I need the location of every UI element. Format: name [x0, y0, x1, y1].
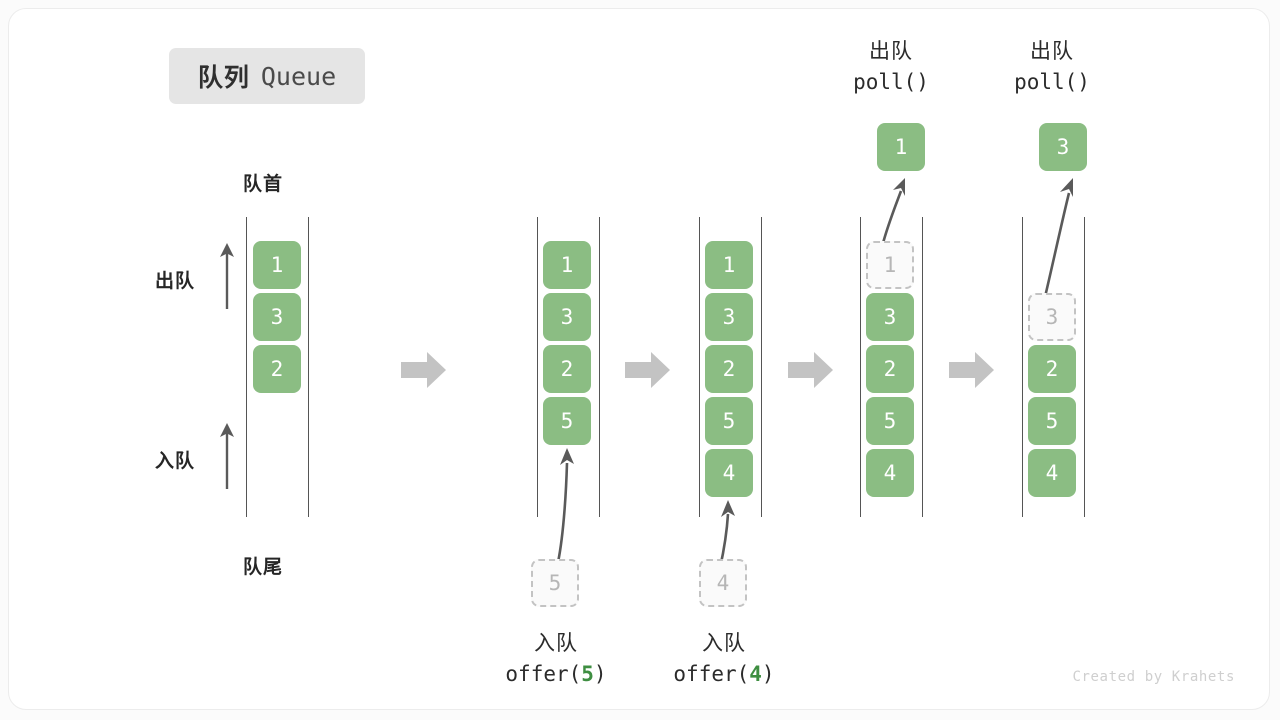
queue-rail-left-2: [537, 217, 538, 517]
offer-4-caption-cn: 入队: [702, 632, 746, 655]
offer-5-caption: 入队 offer(5): [456, 629, 656, 689]
queue-column-after-offer-4: 1 3 2 5 4: [705, 241, 753, 497]
step-arrow-icon: [625, 351, 671, 389]
queue-cell: 5: [543, 397, 591, 445]
queue-rail-left-1: [246, 217, 247, 517]
queue-rail-right-1: [308, 217, 309, 517]
step-arrow-icon: [788, 351, 834, 389]
queue-cell: 3: [253, 293, 301, 341]
queue-cell-ghost: 3: [1028, 293, 1076, 341]
queue-rail-right-2: [599, 217, 600, 517]
poll-3-popped-cell: 3: [1039, 123, 1087, 171]
queue-cell: 4: [866, 449, 914, 497]
title-en: Queue: [260, 61, 337, 91]
offer-5-caption-cn: 入队: [534, 632, 578, 655]
queue-cell: 3: [866, 293, 914, 341]
poll-3-caption-code: poll(): [1014, 70, 1090, 95]
queue-cell: 2: [866, 345, 914, 393]
watermark: Created by Krahets: [1072, 669, 1235, 685]
queue-rear-label: 队尾: [243, 557, 284, 578]
queue-cell: 5: [866, 397, 914, 445]
offer-5-insert-arrow-icon: [539, 441, 599, 569]
enqueue-arrow-icon: [215, 421, 239, 489]
poll-1-pop-arrow-icon: [869, 175, 919, 249]
queue-cell: 1: [253, 241, 301, 289]
queue-cell: 2: [1028, 345, 1076, 393]
title-badge: 队列 Queue: [169, 48, 365, 104]
queue-cell: 3: [543, 293, 591, 341]
queue-cell-ghost: 1: [866, 241, 914, 289]
diagram-card: 队列 Queue 队首 出队 入队 1 3 2 队尾 1 3: [8, 8, 1270, 710]
queue-cell: 2: [543, 345, 591, 393]
title-cn: 队列: [197, 64, 250, 92]
queue-cell-empty: [1028, 241, 1076, 289]
queue-column-after-offer-5: 1 3 2 5: [543, 241, 591, 445]
poll-3-pop-arrow-icon: [1031, 175, 1087, 299]
queue-rail-right-3: [761, 217, 762, 517]
poll-3-caption-cn: 出队: [1030, 40, 1074, 63]
queue-rail-right-4: [922, 217, 923, 517]
step-arrow-icon: [401, 351, 447, 389]
queue-cell: 4: [705, 449, 753, 497]
poll-1-caption-cn: 出队: [869, 40, 913, 63]
queue-front-label: 队首: [243, 174, 284, 195]
queue-cell: 4: [1028, 449, 1076, 497]
offer-4-caption: 入队 offer(4): [624, 629, 824, 689]
offer-5-caption-code: offer(5): [505, 662, 607, 687]
queue-column-after-poll-1: 1 3 2 5 4: [866, 241, 914, 497]
queue-cell: 2: [253, 345, 301, 393]
offer-4-caption-code: offer(4): [673, 662, 775, 687]
queue-cell: 3: [705, 293, 753, 341]
dequeue-direction-label: 出队: [155, 271, 196, 292]
enqueue-direction-label: 入队: [155, 451, 196, 472]
poll-1-caption: 出队 poll(): [816, 37, 966, 97]
poll-3-caption: 出队 poll(): [977, 37, 1127, 97]
queue-rail-left-4: [860, 217, 861, 517]
offer-4-ghost-cell: 4: [699, 559, 747, 607]
offer-5-ghost-cell: 5: [531, 559, 579, 607]
queue-cell: 1: [543, 241, 591, 289]
queue-cell: 5: [705, 397, 753, 445]
queue-column-initial: 1 3 2: [253, 241, 301, 393]
poll-1-caption-code: poll(): [853, 70, 929, 95]
queue-column-after-poll-3: 3 2 5 4: [1028, 241, 1076, 497]
queue-rail-right-5: [1084, 217, 1085, 517]
step-arrow-icon: [949, 351, 995, 389]
dequeue-arrow-icon: [215, 241, 239, 309]
queue-cell: 2: [705, 345, 753, 393]
queue-rail-left-5: [1022, 217, 1023, 517]
queue-rail-left-3: [699, 217, 700, 517]
poll-1-popped-cell: 1: [877, 123, 925, 171]
queue-cell: 5: [1028, 397, 1076, 445]
queue-cell: 1: [705, 241, 753, 289]
